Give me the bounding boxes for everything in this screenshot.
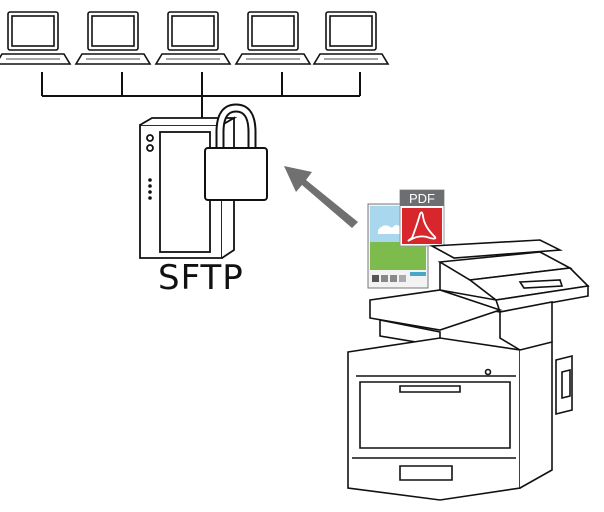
padlock-icon xyxy=(204,103,268,201)
upload-arrow-icon xyxy=(284,166,358,228)
laptop-icon xyxy=(234,11,312,65)
laptop-group xyxy=(0,11,390,65)
network-bus xyxy=(41,72,361,120)
server-tower-icon xyxy=(139,116,238,259)
pdf-badge xyxy=(400,190,444,206)
laptop-icon xyxy=(0,11,72,65)
pdf-file-icon: PDF xyxy=(399,189,445,247)
multifunction-printer-icon xyxy=(347,239,590,501)
server-label: SFTP xyxy=(158,258,244,298)
laptop-icon xyxy=(154,11,232,65)
laptop-icon xyxy=(74,11,152,65)
laptop-icon xyxy=(312,11,390,65)
pdf-badge-label: PDF xyxy=(409,191,435,206)
